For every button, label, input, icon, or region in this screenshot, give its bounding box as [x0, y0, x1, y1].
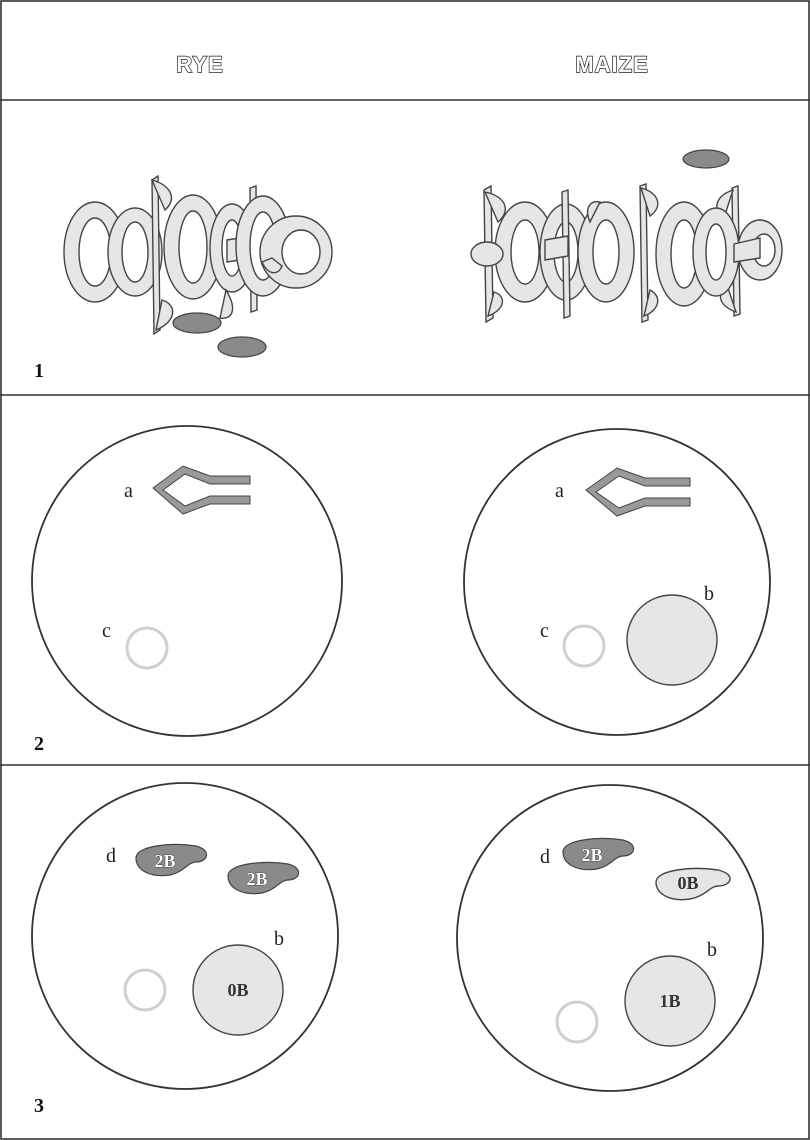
panel-number-3: 3 [34, 1095, 44, 1117]
maize-label-c: c [540, 620, 549, 642]
maize-chromosome-chain [471, 184, 782, 322]
panel-1: 1 [34, 150, 782, 382]
rye-label-c: c [102, 620, 111, 642]
maize-nucleus-panel-3: 2B 0B d 1B b [457, 785, 763, 1091]
maize-dark-body [683, 150, 729, 168]
column-header-maize: MAIZE [575, 52, 648, 77]
rye-nucleus-panel-3: 2B 2B d 0B b [32, 783, 338, 1089]
maize-nucleolus-b [627, 595, 717, 685]
rye-ring-3 [125, 970, 165, 1010]
maize-body-0b-label: 0B [677, 873, 698, 893]
rye-label-b-3: b [274, 928, 284, 950]
rye-label-d: d [106, 845, 116, 867]
maize-ring-3 [557, 1002, 597, 1042]
maize-label-d: d [540, 846, 550, 868]
panel-number-1: 1 [34, 360, 44, 382]
rye-nucleus-outline-3 [32, 783, 338, 1089]
maize-body-2b-label: 2B [581, 845, 602, 865]
rye-dark-body-lower [218, 337, 266, 357]
rye-nucleolus-label: 0B [227, 980, 248, 1000]
rye-dark-body-upper [173, 313, 221, 333]
panel-2: a c a b c 2 [32, 426, 770, 755]
column-header-rye: RYE [176, 52, 223, 77]
maize-ring-c [564, 626, 604, 666]
maize-label-b: b [704, 583, 714, 605]
rye-synaptonemal-complex [153, 466, 250, 514]
rye-ring-c [127, 628, 167, 668]
panel-number-2: 2 [34, 733, 44, 755]
rye-nucleus-panel-2: a c [32, 426, 342, 736]
rye-label-a: a [124, 480, 133, 502]
maize-nucleolus-label: 1B [659, 991, 680, 1011]
rye-body-2b-1-label: 2B [154, 851, 175, 871]
rye-body-2b-2-label: 2B [246, 869, 267, 889]
maize-nucleus-outline-3 [457, 785, 763, 1091]
rye-chromosome-chain [64, 176, 332, 334]
panel-3: 2B 2B d 0B b 2B 0B d 1B b 3 [32, 783, 763, 1117]
maize-synaptonemal-complex [586, 468, 690, 516]
maize-label-b-3: b [707, 939, 717, 961]
maize-label-a: a [555, 480, 564, 502]
maize-nucleus-panel-2: a b c [464, 429, 770, 735]
